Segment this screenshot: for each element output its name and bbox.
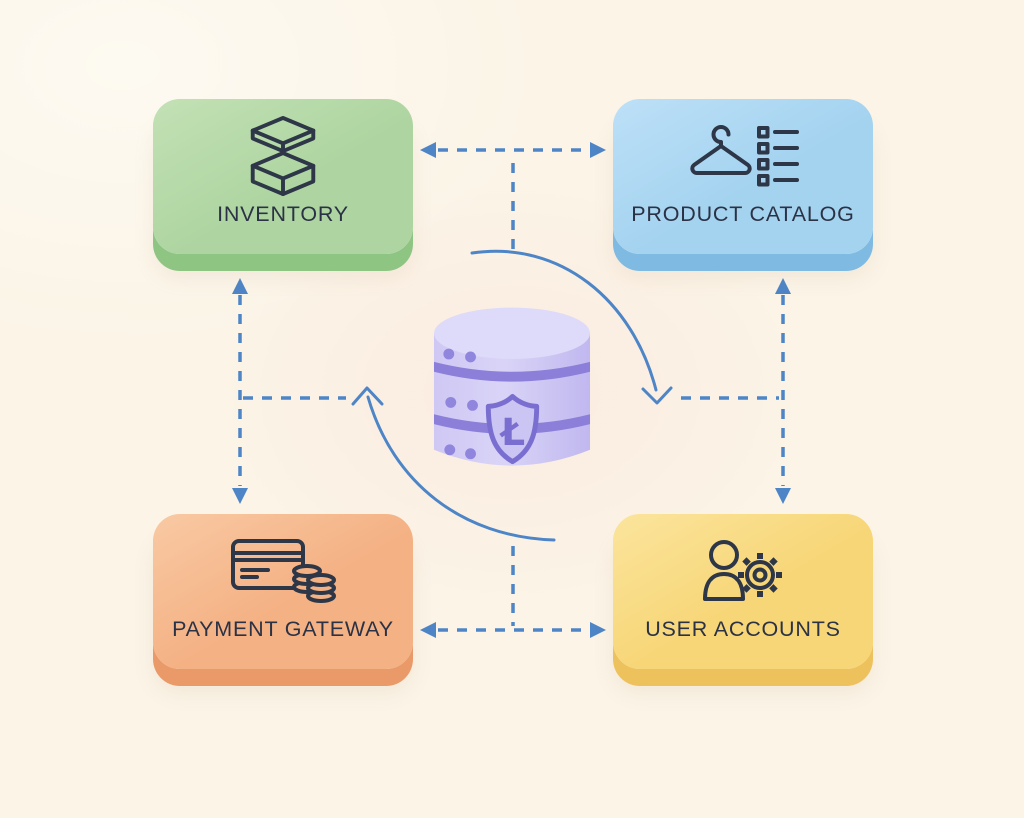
node-payment-gateway: PAYMENT GATEWAY (153, 514, 413, 669)
database-dots (443, 348, 478, 460)
node-label: PRODUCT CATALOG (631, 202, 855, 226)
stacked-boxes-icon (239, 115, 327, 197)
node-label: USER ACCOUNTS (645, 617, 841, 641)
credit-card-coins-icon (229, 532, 337, 610)
user-gear-icon (701, 532, 785, 610)
node-label: PAYMENT GATEWAY (172, 617, 394, 641)
database-shield-icon: Ł (433, 307, 591, 466)
hanger-checklist-icon (687, 117, 799, 195)
curve-clockwise-right (470, 249, 658, 392)
node-product-catalog: PRODUCT CATALOG (613, 99, 873, 254)
sync-curve-arrows (351, 249, 673, 542)
shield-glyph: Ł (499, 410, 525, 454)
arrowheads (232, 142, 791, 638)
node-user-accounts: USER ACCOUNTS (613, 514, 873, 669)
curve-clockwise-left (366, 395, 556, 542)
secure-database: Ł (433, 305, 591, 482)
database-top (433, 307, 591, 359)
security-shield-icon: Ł (485, 393, 540, 465)
node-inventory: INVENTORY (153, 99, 413, 254)
dashed-connector-lines (238, 148, 785, 632)
node-label: INVENTORY (217, 202, 349, 226)
